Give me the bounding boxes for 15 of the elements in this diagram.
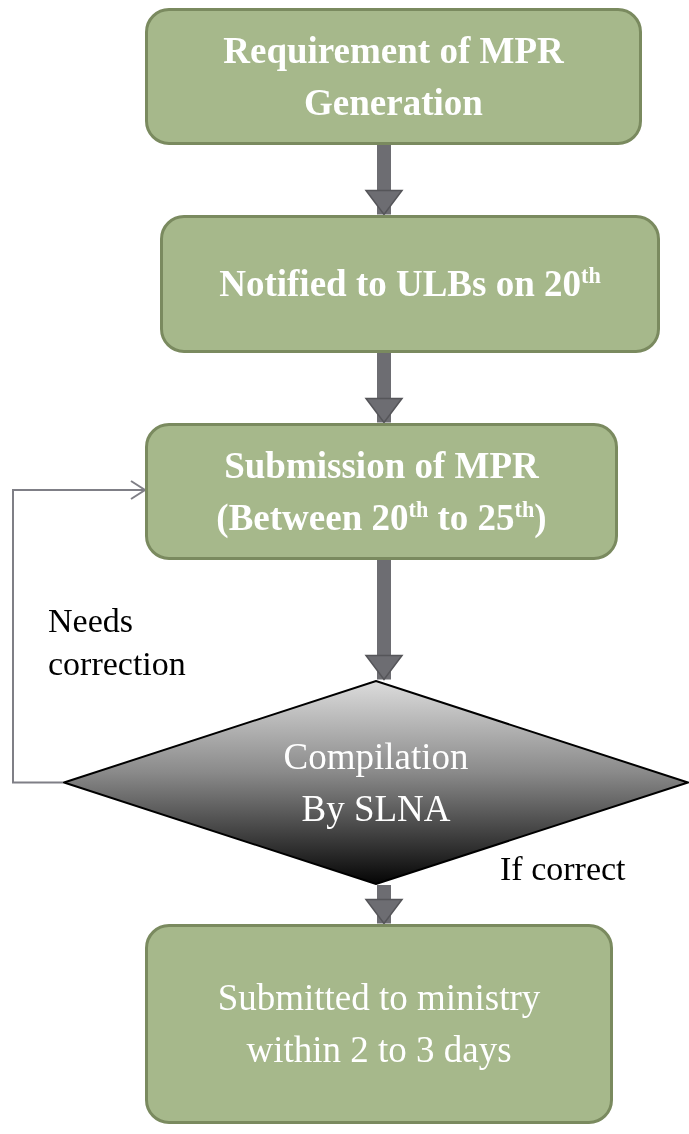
- decision-diamond: [63, 680, 689, 885]
- process-box: [145, 8, 642, 145]
- arrow: [365, 885, 403, 925]
- process-box: [145, 924, 613, 1124]
- node-text: Compilation By SLNA: [282, 734, 470, 831]
- arrow: [365, 560, 403, 681]
- node-text: Submitted to ministry within 2 to 3 days: [216, 976, 542, 1072]
- process-box: [160, 215, 660, 353]
- node-text: Submission of MPR (Between 20$^{th}$ to 25$^{th}$): [215, 443, 548, 540]
- arrow: [12, 480, 146, 784]
- arrow: [365, 353, 403, 424]
- arrow: [365, 145, 403, 216]
- node-text: Notified to ULBs on 20$^{th}$: [218, 261, 602, 307]
- node-text: Requirement of MPR Generation: [222, 28, 565, 125]
- process-box: [145, 423, 618, 560]
